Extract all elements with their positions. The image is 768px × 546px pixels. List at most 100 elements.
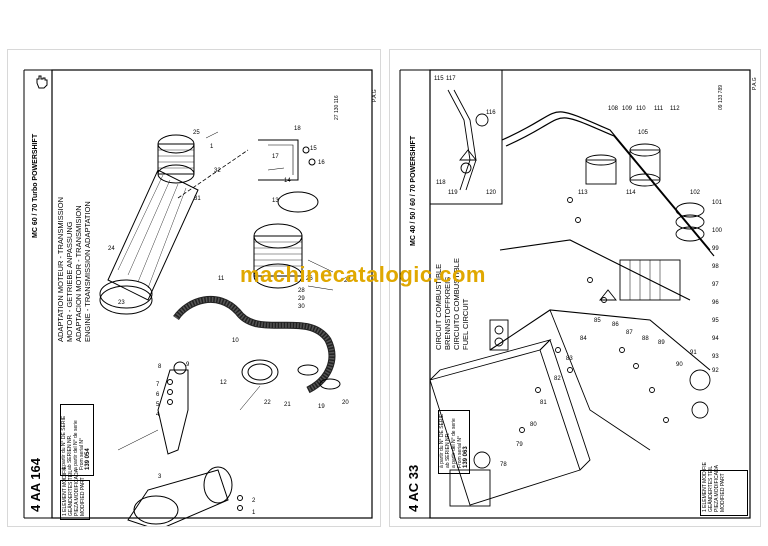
callout-label: 98 [712,264,719,270]
callout-label: 87 [626,330,633,336]
callout-label: 28 [298,288,305,294]
callout-label: 113 [578,190,588,196]
title-block: ADAPTATION MOTEUR - TRANSMISSION MOTOR -… [56,197,92,342]
modified-note-text: 1 ELEMENT MODIFIE GEÄNDERTES TEIL PIEZA … [62,466,86,516]
callout-label: 1 [252,510,256,516]
callout-label: 20 [342,400,349,406]
callout-label: 25 [193,130,200,136]
title-en: ENGINE - TRANSMISSION ADAPTATION [83,201,92,342]
callout-label: 5 [156,402,160,408]
page-code: 4 AC 33 [406,464,421,512]
title-fr: ADAPTATION MOTEUR - TRANSMISSION [56,196,65,342]
watermark-text: machinecatalogic.com [240,262,486,287]
callout-label: 115 [434,76,444,82]
callout-label: 109 [622,106,633,112]
callout-label: 17 [272,154,279,160]
callout-label: 92 [712,368,719,374]
callout-label: 13 [272,198,279,204]
callout-label: 90 [676,362,683,368]
callout-label: 15 [310,146,317,152]
callout-label: 23 [118,300,125,306]
reference-number: 27 130 116 [334,95,340,120]
callout-label: 27 [344,278,351,284]
callout-label: 93 [712,354,719,360]
callout-label: 2 [252,498,256,504]
reference-number: 09 133 789 [718,84,724,110]
model-label: MC 60 / 70 Turbo POWERSHIFT [32,133,39,238]
title-es: ADAPTACION MOTOR - TRANSMISION [74,205,83,342]
corner-mark: P.A.G [372,89,378,102]
callout-label: 32 [214,168,221,174]
callout-label: 4 [156,412,160,418]
callout-label: 22 [264,400,271,406]
page-code: 4 AA 164 [28,458,43,512]
callout-label: 9 [186,362,190,368]
callout-label: 79 [516,442,523,448]
callout-label: 80 [530,422,537,428]
callout-label: 26 [306,276,313,282]
model-label: MC 40 / 50 / 60 / 70 POWERSHIFT [410,135,417,246]
callout-label: 112 [670,106,680,112]
callout-label: 16 [318,160,325,166]
callout-label: 31 [194,196,201,202]
callout-label: 1 [210,144,214,150]
callout-label: 110 [636,106,646,112]
title-de: MOTOR - GETRIEBE ANPASSUNG [65,221,74,342]
callout-label: 119 [448,190,458,196]
callout-label: 85 [594,318,601,324]
callout-label: 117 [446,76,456,82]
callout-label: 10 [232,338,239,344]
callout-label: 97 [712,282,719,288]
callout-label: 24 [108,246,115,252]
callout-label: 101 [712,200,723,206]
callout-label: 116 [486,110,496,116]
callout-label: 89 [658,340,665,346]
callout-label: 94 [712,336,719,342]
callout-label: 114 [626,190,636,196]
callout-label: 102 [690,190,701,196]
callout-label: 108 [608,106,619,112]
callout-label: 118 [436,180,446,186]
callout-label: 91 [690,350,697,356]
left-exploded-diagram [23,69,373,526]
callout-label: 99 [712,246,719,252]
callout-label: 12 [220,380,227,386]
corner-mark: P.A.G [752,77,758,90]
stamp-number: 139 063 [463,446,469,468]
callout-label: 30 [298,304,305,310]
serial-stamp-text: à partir du N° DE SERIE ab SERIEN NR. a … [439,414,469,468]
callout-label: 11 [218,276,225,282]
callout-label: 19 [318,404,325,410]
callout-label: 96 [712,300,719,306]
callout-label: 81 [540,400,547,406]
callout-label: 95 [712,318,719,324]
callout-label: 6 [156,392,160,398]
callout-label: 105 [638,130,649,136]
left-catalog-page: 4 AA 164 MC 60 / 70 Turbo POWERSHIFT 27 … [8,50,380,526]
callout-label: 3 [158,474,162,480]
callout-label: 78 [500,462,507,468]
modified-note-text: 1 ELEMENT MODIFIE GEÄNDERTES TEIL PIEZA … [702,462,726,512]
note-line: MODIFIED PART [720,473,726,512]
callout-label: 120 [486,190,497,196]
modified-note [700,470,748,516]
pointing-hand-icon [36,75,48,89]
callout-label: 18 [294,126,301,132]
callout-label: 21 [284,402,291,408]
stamp-number: 139 054 [85,448,91,470]
callout-label: 7 [156,382,160,388]
callout-label: 86 [612,322,619,328]
serial-stamp-text: à partir du N° DE SERIE ab SERIEN NR. a … [61,416,91,470]
callout-label: 111 [654,106,664,112]
callout-label: 88 [642,336,649,342]
right-catalog-page: 4 AC 33 MC 40 / 50 / 60 / 70 POWERSHIFT … [390,50,760,526]
callout-label: 83 [566,356,573,362]
note-line: MODIFIED PART [80,477,86,516]
callout-label: 84 [580,336,587,342]
callout-label: 14 [284,178,291,184]
callout-label: 100 [712,228,723,234]
callout-label: 8 [158,364,162,370]
callout-label: 82 [554,376,561,382]
right-fuel-circuit-diagram [399,69,751,519]
serial-stamp [60,404,94,476]
